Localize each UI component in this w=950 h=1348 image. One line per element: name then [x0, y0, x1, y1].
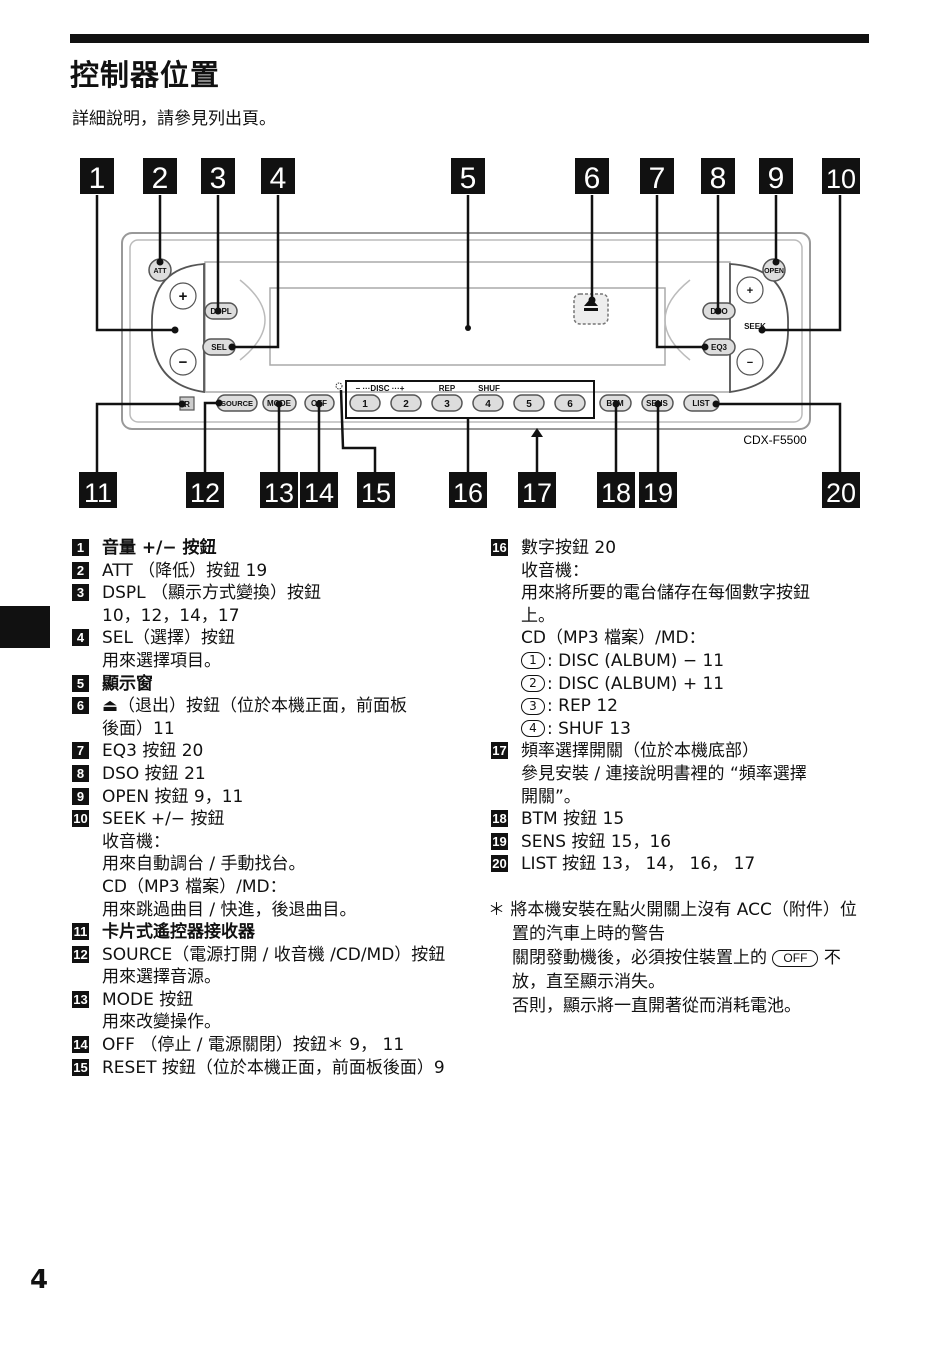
sel-label: SEL [211, 343, 227, 352]
callout-16: 16 [453, 478, 483, 508]
disc-label: − ···DISC ···+ [356, 384, 405, 393]
leader-lines [95, 195, 842, 472]
number-button-4-desc: 4: SHUF 13 [491, 718, 876, 741]
callout-17: 17 [522, 478, 552, 508]
list-item-6: 6⏏（退出）按鈕（位於本機正面，前面板 [72, 695, 462, 718]
source-label: SOURCE [221, 399, 253, 408]
number-buttons: 1 2 3 4 5 6 [349, 394, 586, 412]
open-button-shape [762, 258, 786, 282]
page-subtitle: 詳細說明，請參見列出頁。 [72, 109, 276, 129]
num-3-label: 3 [444, 399, 450, 410]
num-6-label: 6 [567, 399, 573, 410]
num-4-label: 4 [485, 399, 491, 410]
callout-10: 10 [826, 164, 856, 194]
num-5-label: 5 [526, 399, 532, 410]
callout-7: 7 [649, 162, 666, 195]
callout-18: 18 [601, 478, 631, 508]
number-button-3-desc: 3: REP 12 [491, 695, 876, 718]
number-button-1-desc: 1: DISC (ALBUM) − 11 [491, 650, 876, 673]
callout-11: 11 [84, 478, 112, 508]
num-1-label: 1 [362, 399, 368, 410]
att-label: ATT [153, 268, 167, 275]
section-tab [0, 606, 50, 648]
callout-19: 19 [643, 478, 673, 508]
off-button-icon: OFF [772, 949, 819, 967]
callout-1: 1 [89, 162, 106, 195]
open-label: OPEN [764, 268, 784, 275]
warning-note: ＊ 將本機安裝在點火開關上沒有 ACC（附件）位 置的汽車上時的警告 關閉發動機… [488, 900, 857, 1016]
callout-12: 12 [190, 478, 220, 508]
callout-15: 15 [361, 478, 391, 508]
callout-20: 20 [826, 478, 856, 508]
page-title: 控制器位置 [70, 58, 221, 92]
seek-minus-label: − [747, 357, 753, 369]
list-label: LIST [692, 399, 709, 408]
callout-14: 14 [304, 478, 334, 508]
rep-label: REP [439, 384, 456, 393]
callout-8: 8 [710, 162, 727, 195]
callout-3: 3 [210, 162, 227, 195]
callout-boxes: 1 2 3 4 5 6 7 8 9 10 11 12 13 14 15 16 1… [79, 158, 860, 508]
seek-label: SEEK [744, 322, 766, 331]
callout-6: 6 [584, 162, 601, 195]
receiver-label: R [184, 400, 190, 409]
vol-plus-label: + [179, 288, 188, 305]
display-window [269, 287, 666, 366]
callout-13: 13 [264, 478, 294, 508]
seek-plus-label: + [747, 285, 753, 297]
callout-5: 5 [460, 162, 477, 195]
vol-minus-label: − [179, 354, 188, 371]
header-rule [70, 34, 869, 43]
eq3-label: EQ3 [711, 343, 728, 352]
number-button-group [345, 380, 595, 419]
callout-9: 9 [768, 162, 785, 195]
callout-2: 2 [152, 162, 169, 195]
page-number: 4 [30, 1265, 49, 1295]
unit-diagram: + − + − SEEK ATT OPEN DSPL SEL DSO EQ3 R… [79, 158, 860, 508]
shuf-label: SHUF [478, 384, 500, 393]
model-label: CDX-F5500 [743, 433, 807, 447]
number-button-2-desc: 2: DISC (ALBUM) + 11 [491, 673, 876, 696]
num-2-label: 2 [403, 399, 409, 410]
callout-4: 4 [270, 162, 287, 195]
